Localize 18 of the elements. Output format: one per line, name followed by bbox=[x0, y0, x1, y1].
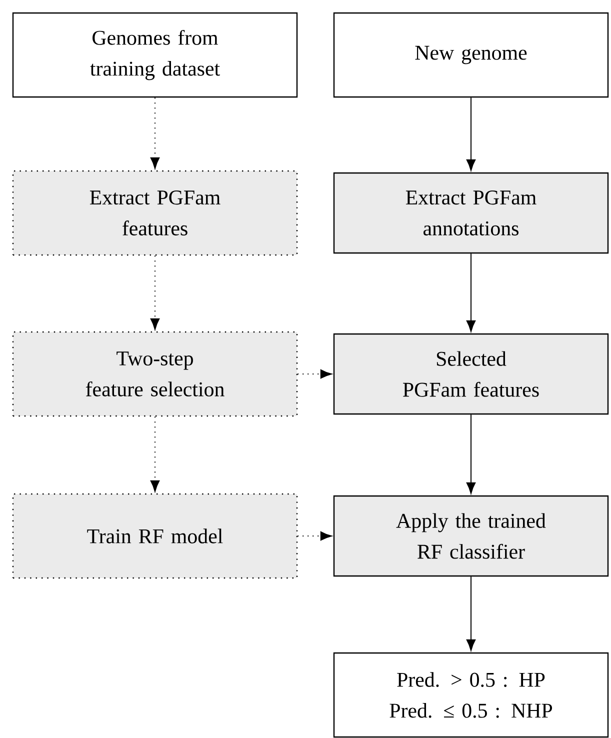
process-box: Pred. > 0.5 : HP Pred. ≤ 0.5 : NHP bbox=[333, 652, 609, 738]
process-box: Apply the trained RF classifier bbox=[333, 495, 609, 577]
process-box: Extract PGFam annotations bbox=[333, 172, 609, 254]
arrow bbox=[297, 369, 332, 379]
arrow bbox=[466, 414, 476, 494]
process-box: New genome bbox=[333, 12, 609, 98]
training-step-box: Extract PGFam features bbox=[12, 170, 298, 256]
training-step-box: Train RF model bbox=[12, 493, 298, 579]
arrow bbox=[466, 253, 476, 332]
arrow bbox=[466, 97, 476, 171]
arrow bbox=[150, 416, 160, 492]
arrow bbox=[150, 255, 160, 330]
process-box: Genomes from training dataset bbox=[12, 12, 298, 98]
process-box: Selected PGFam features bbox=[333, 333, 609, 415]
arrow bbox=[297, 531, 332, 541]
arrow bbox=[150, 97, 160, 169]
arrow bbox=[466, 576, 476, 651]
training-step-box: Two-step feature selection bbox=[12, 331, 298, 417]
